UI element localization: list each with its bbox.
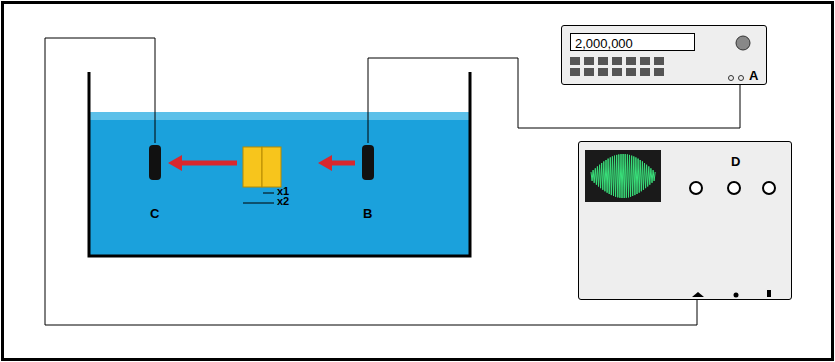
- thickness-mark: [243, 203, 274, 204]
- tank: [89, 72, 470, 256]
- key: [626, 57, 636, 65]
- oscilloscope-detail: [579, 142, 793, 301]
- key: [584, 68, 594, 76]
- key: [612, 68, 622, 76]
- transmitter-transducer: B: [354, 143, 382, 223]
- frequency-display: 2,000,000: [575, 36, 633, 52]
- device-label: A: [749, 68, 758, 84]
- water: [90, 112, 469, 255]
- key: [570, 57, 580, 65]
- knob: [763, 182, 775, 194]
- oscilloscope: D: [578, 141, 792, 300]
- key: [626, 68, 636, 76]
- key: [598, 57, 608, 65]
- receiver-transducer: C: [141, 143, 169, 223]
- thickness-mark: [263, 193, 274, 194]
- transducer-label: C: [150, 206, 159, 222]
- thickness-label: x2: [277, 195, 289, 207]
- frame: [3, 3, 833, 360]
- key: [654, 57, 664, 65]
- sample-block: [243, 147, 262, 187]
- key: [640, 57, 650, 65]
- terminal: [739, 76, 744, 81]
- knob: [690, 182, 702, 194]
- key: [584, 57, 594, 65]
- water-surface: [90, 112, 469, 120]
- transducer-body: [149, 145, 161, 180]
- terminal: [729, 76, 734, 81]
- transducer-label: B: [363, 206, 372, 222]
- wave-arrow: [318, 155, 332, 171]
- key: [654, 68, 664, 76]
- scope-screen: [585, 150, 661, 202]
- key: [598, 68, 608, 76]
- input-connector: [692, 292, 704, 297]
- function-generator: 2,000,000A: [561, 25, 767, 85]
- wave-arrow: [168, 155, 182, 171]
- sample-block: [262, 147, 281, 187]
- knob: [736, 36, 750, 50]
- knob: [728, 182, 740, 194]
- input-connector: [767, 290, 771, 297]
- waveform: [591, 154, 655, 198]
- key: [640, 68, 650, 76]
- key: [612, 57, 622, 65]
- wave-arrow: [330, 161, 355, 166]
- input-connector: [734, 293, 739, 298]
- device-label: D: [731, 154, 740, 170]
- key: [570, 68, 580, 76]
- transducer-body: [362, 145, 374, 180]
- wave-arrow: [180, 161, 237, 166]
